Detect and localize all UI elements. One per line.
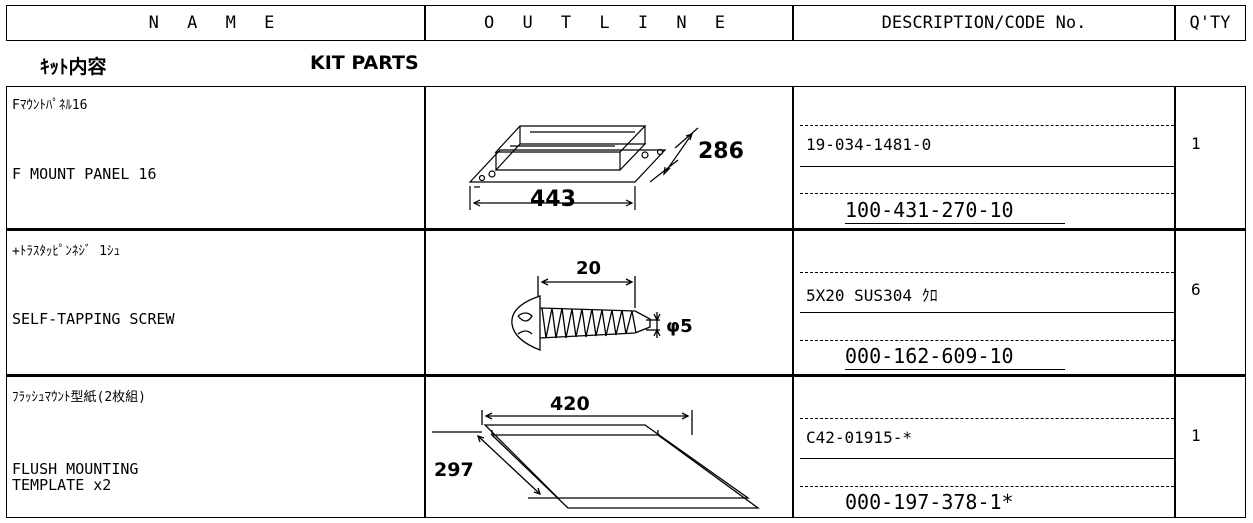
row1-qty: 1: [1191, 134, 1201, 153]
row3-dash-top: [800, 418, 1174, 419]
row2-code: 000-162-609-10: [845, 344, 1014, 368]
col-divider: [792, 86, 794, 518]
screw-drawing: 20 φ5: [511, 258, 693, 351]
outline-dim-286: 286: [698, 139, 744, 164]
outline-dim-297: 297: [434, 459, 474, 481]
row2-qty: 6: [1191, 280, 1201, 299]
row3-name-en-2: TEMPLATE x2: [12, 476, 112, 494]
row1-name-jp: Fﾏｳﾝﾄﾊﾟﾈﾙ16: [12, 98, 88, 113]
row1-dash-bottom: [800, 193, 1174, 194]
outline-dim-443: 443: [530, 187, 576, 212]
header-description: DESCRIPTION/CODE No.: [792, 5, 1176, 41]
section-title-jp: ｷｯﾄ内容: [40, 56, 107, 78]
row2-name-en: SELF-TAPPING SCREW: [12, 310, 175, 328]
row2-dash-top: [800, 272, 1174, 273]
template-drawing: 420 297: [432, 393, 760, 509]
row1-description: 19-034-1481-0: [806, 135, 932, 154]
header-outline: O U T L I N E: [424, 5, 794, 41]
col-divider: [1174, 86, 1176, 518]
row3-code: 000-197-378-1*: [845, 490, 1014, 514]
row1-code-underline: [845, 223, 1065, 224]
section-title-en: KIT PARTS: [310, 52, 419, 74]
row3-qty: 1: [1191, 426, 1201, 445]
row-divider: [6, 374, 1246, 377]
header-name-label: N A M E: [148, 13, 284, 33]
row2-name-jp: +ﾄﾗｽﾀｯﾋﾟﾝﾈｼﾞ 1ｼｭ: [12, 244, 120, 259]
row2-description: 5X20 SUS304 ｸﾛ: [806, 286, 938, 305]
outline-dim-420: 420: [550, 393, 590, 415]
row3-name-jp: ﾌﾗｯｼｭﾏｳﾝﾄ型紙(2枚組): [12, 390, 146, 405]
row3-name-en: FLUSH MOUNTING: [12, 460, 139, 478]
outline-dim-phi5: φ5: [666, 316, 693, 337]
header-description-label: DESCRIPTION/CODE No.: [881, 13, 1087, 33]
row3-dash-bottom: [800, 486, 1174, 487]
row2-code-underline: [845, 369, 1065, 370]
row1-name-en: F MOUNT PANEL 16: [12, 165, 157, 183]
header-qty-label: Q'TY: [1189, 13, 1231, 33]
row3-description: C42-01915-*: [806, 428, 912, 447]
header-qty: Q'TY: [1174, 5, 1246, 41]
header-name: N A M E: [6, 5, 426, 41]
header-outline-label: O U T L I N E: [483, 13, 735, 33]
row1-code: 100-431-270-10: [845, 198, 1014, 222]
mount-panel-drawing: 286 443: [468, 125, 744, 212]
row-divider: [6, 228, 1246, 231]
col-divider: [424, 86, 426, 518]
row1-dash-top: [800, 125, 1174, 126]
row2-dash-bottom: [800, 340, 1174, 341]
row3-solid: [800, 458, 1174, 459]
outline-dim-20: 20: [576, 258, 601, 279]
row2-solid: [800, 312, 1174, 313]
row1-solid: [800, 166, 1174, 167]
parts-table: [6, 86, 1246, 518]
